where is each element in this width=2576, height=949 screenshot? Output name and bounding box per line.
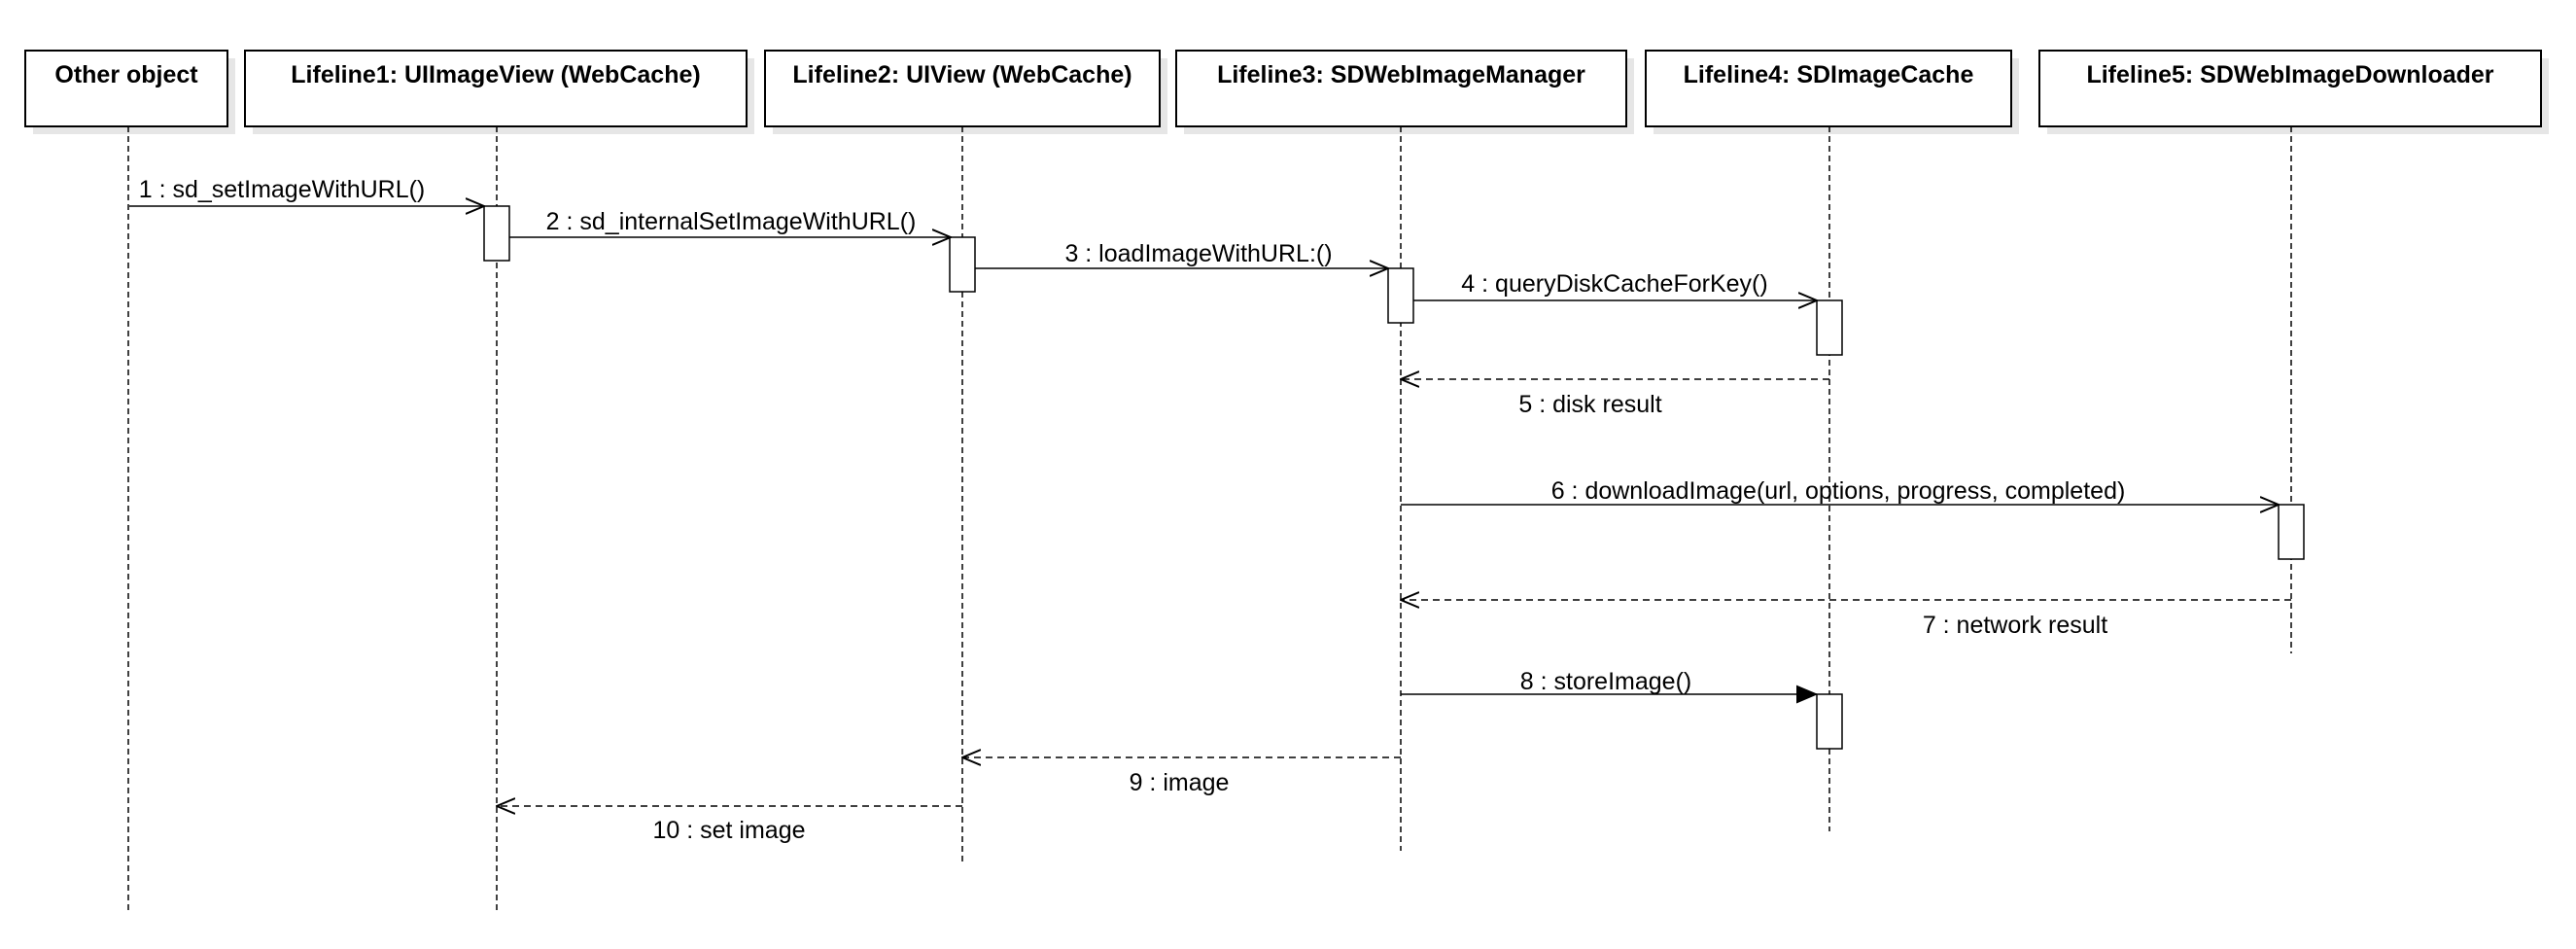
message-label: 9 : image bbox=[1130, 769, 1230, 796]
lifeline-box bbox=[244, 50, 748, 127]
message-5: 5 : disk result bbox=[1401, 379, 1829, 418]
message-3: 3 : loadImageWithURL:() bbox=[975, 240, 1388, 268]
activation-bar-l4 bbox=[1816, 693, 1843, 750]
activation-bar-l3 bbox=[1387, 267, 1414, 324]
message-9: 9 : image bbox=[962, 757, 1401, 796]
lifeline-box bbox=[1645, 50, 2012, 127]
message-label: 7 : network result bbox=[1923, 612, 2107, 639]
lifeline-label: Lifeline5: SDWebImageDownloader bbox=[2086, 61, 2493, 88]
lifeline-l3: Lifeline3: SDWebImageManager bbox=[1175, 50, 1634, 134]
lifeline-box bbox=[1175, 50, 1627, 127]
lifeline-box bbox=[24, 50, 228, 127]
message-label: 6 : downloadImage(url, options, progress… bbox=[1551, 477, 2126, 505]
message-6: 6 : downloadImage(url, options, progress… bbox=[1401, 477, 2279, 505]
activation-bar-l4 bbox=[1816, 299, 1843, 356]
message-10: 10 : set image bbox=[497, 806, 962, 844]
lifeline-other: Other object bbox=[24, 50, 235, 134]
message-label: 2 : sd_internalSetImageWithURL() bbox=[546, 208, 917, 235]
message-label: 5 : disk result bbox=[1518, 391, 1661, 418]
lifeline-l2: Lifeline2: UIView (WebCache) bbox=[764, 50, 1167, 134]
lifeline-l1: Lifeline1: UIImageView (WebCache) bbox=[244, 50, 754, 134]
lifeline-label: Other object bbox=[54, 61, 198, 88]
lifeline-label: Lifeline3: SDWebImageManager bbox=[1217, 61, 1585, 88]
message-2: 2 : sd_internalSetImageWithURL() bbox=[509, 208, 951, 237]
lifeline-box bbox=[2038, 50, 2542, 127]
lifeline-label: Lifeline1: UIImageView (WebCache) bbox=[291, 61, 700, 88]
message-label: 1 : sd_setImageWithURL() bbox=[139, 176, 426, 203]
lifeline-l4: Lifeline4: SDImageCache bbox=[1645, 50, 2019, 134]
message-label: 3 : loadImageWithURL:() bbox=[1064, 240, 1332, 267]
message-8: 8 : storeImage() bbox=[1401, 668, 1817, 695]
lifeline-label: Lifeline4: SDImageCache bbox=[1684, 61, 1974, 88]
activation-bar-l2 bbox=[949, 236, 976, 293]
activation-bar-l1 bbox=[483, 205, 510, 262]
activation-bar-l5 bbox=[2278, 504, 2305, 560]
message-label: 4 : queryDiskCacheForKey() bbox=[1461, 270, 1767, 298]
lifeline-l5: Lifeline5: SDWebImageDownloader bbox=[2038, 50, 2549, 134]
message-7: 7 : network result bbox=[1401, 600, 2291, 639]
message-label: 8 : storeImage() bbox=[1520, 668, 1691, 695]
message-label: 10 : set image bbox=[652, 817, 805, 844]
message-4: 4 : queryDiskCacheForKey() bbox=[1413, 270, 1817, 300]
lifeline-label: Lifeline2: UIView (WebCache) bbox=[792, 61, 1131, 88]
message-1: 1 : sd_setImageWithURL() bbox=[129, 176, 484, 206]
